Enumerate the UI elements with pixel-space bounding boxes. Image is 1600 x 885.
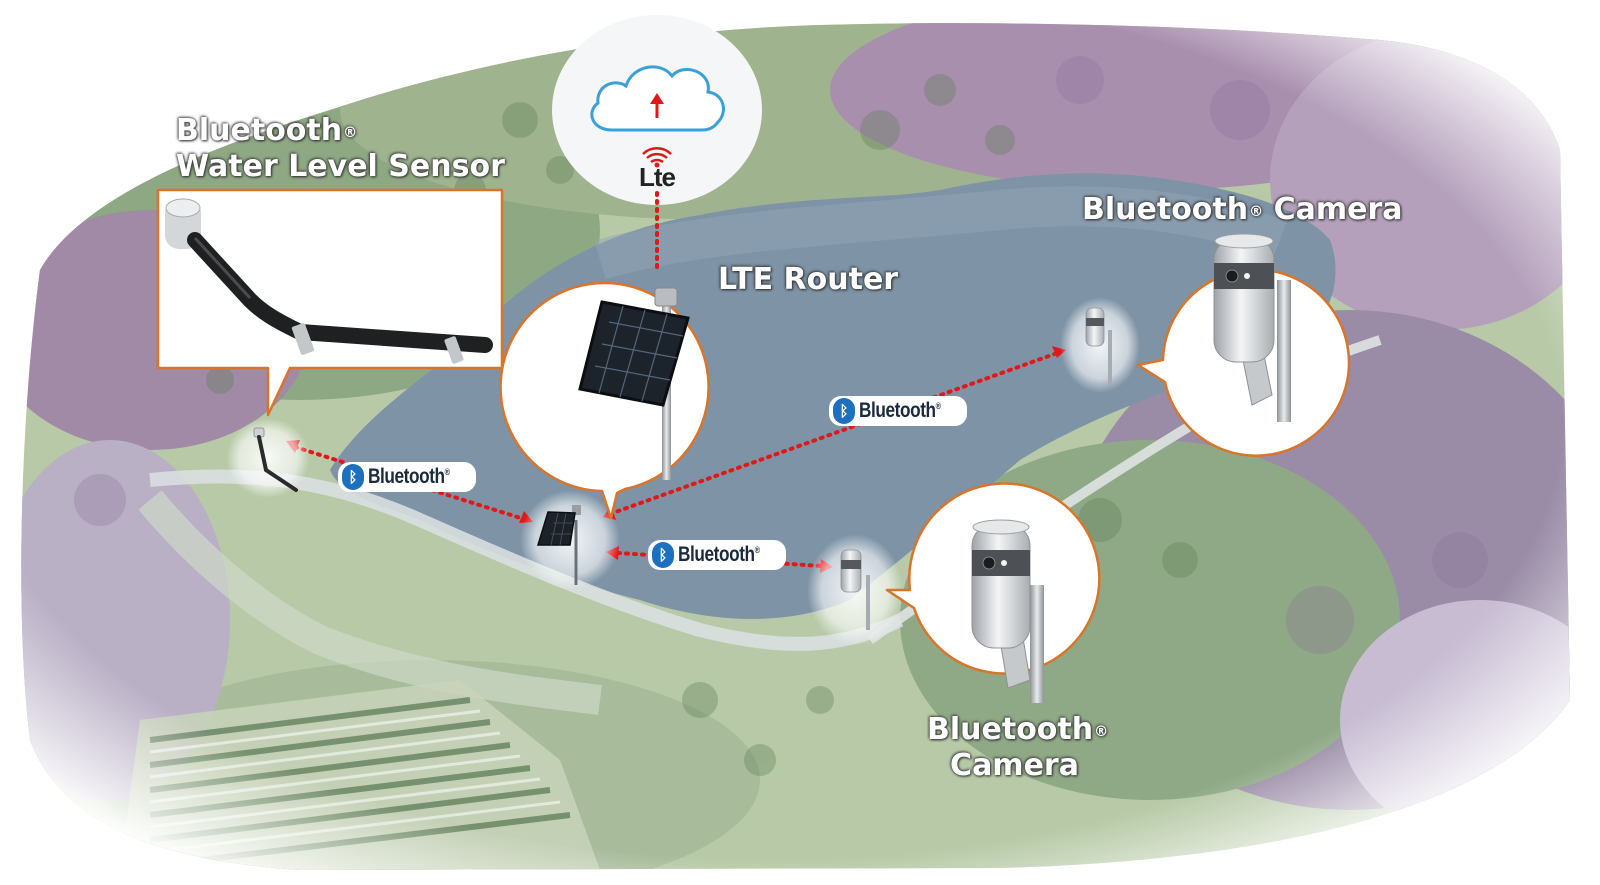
solar-router-image [578,287,690,480]
camera-top-registered-mark: ® [1249,204,1264,220]
lte-badge-text: Lte [639,162,676,192]
lte-badge: Lte [626,162,688,193]
water-sensor-label-line2: Water Level Sensor [176,149,505,184]
lte-router-label: LTE Router [718,262,898,298]
lte-router-small [536,505,581,585]
lte-router-callout [499,281,710,520]
water-sensor-registered-mark: ® [343,125,358,141]
water-sensor-label: Bluetooth® Water Level Sensor [176,113,505,185]
bluetooth-badge-camera-bottom-link: ᛒ Bluetooth® [648,540,786,570]
camera-small-top [1085,307,1112,385]
bluetooth-icon: ᛒ [652,542,674,568]
camera-image-bottom [971,519,1044,703]
bluetooth-badge-text: Bluetooth [859,399,936,422]
water-level-sensor-image [165,198,493,364]
camera-top-label-word: Bluetooth [1082,192,1249,227]
camera-bottom-label-line1: Bluetooth [927,712,1094,747]
camera-top-label: Bluetooth® Camera [1082,192,1402,228]
camera-bottom-registered-mark: ® [1094,724,1109,740]
camera-top-label-suffix: Camera [1273,192,1403,227]
camera-bottom-label: Bluetooth® Camera [927,712,1108,784]
camera-top-callout [1136,233,1351,457]
camera-image-top [1213,233,1291,422]
bluetooth-badge-sensor-link: ᛒ Bluetooth® [338,462,476,492]
camera-top-link-line [608,350,1062,516]
camera-bottom-label-line2: Camera [950,748,1079,783]
bluetooth-trademark: ® [754,545,760,555]
bluetooth-icon: ᛒ [833,398,855,424]
bluetooth-trademark: ® [935,401,941,411]
lte-signal-icon [642,147,672,168]
bluetooth-badge-camera-top-link: ᛒ Bluetooth® [829,396,967,426]
water-sensor-label-line1: Bluetooth [176,113,343,148]
bluetooth-badge-text: Bluetooth [678,543,755,566]
camera-small-bottom [840,549,870,630]
water-level-sensor-small [253,427,298,492]
lte-router-label-text: LTE Router [718,262,899,297]
bluetooth-trademark: ® [444,467,450,477]
water-sensor-callout [156,188,504,417]
bluetooth-badge-text: Bluetooth [368,465,445,488]
camera-bottom-callout [885,482,1101,703]
cloud-icon [590,65,725,132]
bluetooth-icon: ᛒ [342,464,364,490]
